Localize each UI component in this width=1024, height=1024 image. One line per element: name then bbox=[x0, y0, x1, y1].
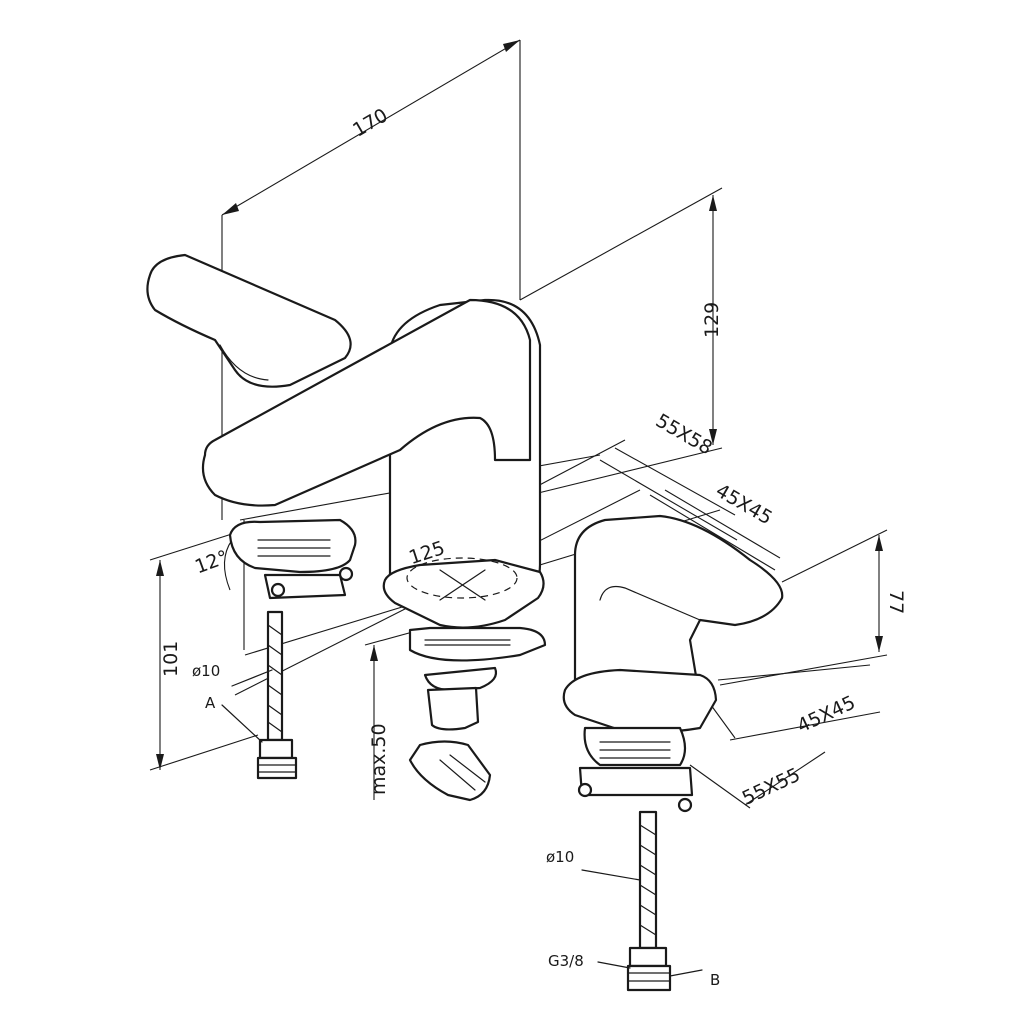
dim-129: 129 bbox=[701, 302, 723, 338]
dim-45x45-side: 45X45 bbox=[794, 691, 859, 737]
left-valve bbox=[228, 518, 357, 600]
flexible-hose-a bbox=[256, 610, 298, 780]
label-a: A bbox=[205, 694, 216, 712]
dim-55x58: 55X58 bbox=[652, 410, 716, 460]
dim-max50: max.50 bbox=[368, 723, 390, 795]
hose-diameter-a: ø10 bbox=[192, 662, 220, 680]
dim-77: 77 bbox=[885, 590, 907, 614]
lever-handle bbox=[146, 253, 352, 388]
faucet-body bbox=[146, 253, 547, 802]
thread-size: G3/8 bbox=[548, 952, 584, 970]
label-b: B bbox=[710, 971, 720, 989]
dim-55x55: 55X55 bbox=[739, 764, 804, 810]
hose-diameter-b: ø10 bbox=[546, 848, 574, 866]
dim-101: 101 bbox=[160, 641, 182, 677]
dim-45x45-main: 45X45 bbox=[712, 480, 776, 530]
diverter-fitting bbox=[408, 686, 492, 802]
flexible-hose-b bbox=[626, 810, 672, 992]
side-valve bbox=[562, 514, 784, 813]
